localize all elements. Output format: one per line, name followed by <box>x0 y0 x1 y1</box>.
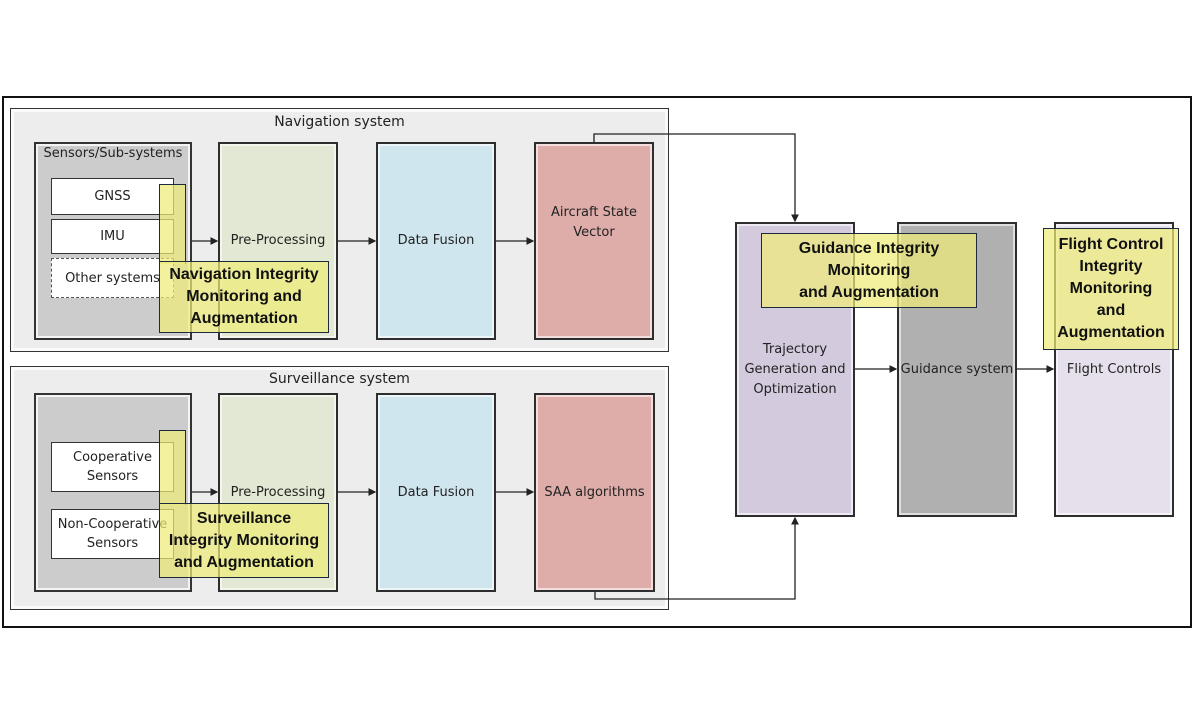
navigation-integrity-box: Navigation Integrity Monitoring and Augm… <box>159 261 329 333</box>
guidance-integrity-box: Guidance Integrity Monitoring and Augmen… <box>761 233 977 308</box>
surveillance-system-title: Surveillance system <box>269 371 410 387</box>
sensor-gnss: GNSS <box>51 178 174 215</box>
saa-algorithms: SAA algorithms <box>534 393 655 592</box>
arrow-state-to-trajectory <box>593 133 799 223</box>
surv-integrity-connector <box>159 430 186 505</box>
aircraft-state-vector: Aircraft State Vector <box>534 142 654 340</box>
sensor-non-cooperative: Non-Cooperative Sensors <box>51 509 174 559</box>
diagram-frame <box>2 96 1192 628</box>
arrow-saa-to-trajectory <box>594 516 799 600</box>
sensors-title: Sensors/Sub-systems <box>43 146 183 161</box>
flight-control-integrity-box: Flight Control Integrity Monitoring and … <box>1043 228 1179 350</box>
surv-data-fusion: Data Fusion <box>376 393 496 592</box>
surveillance-integrity-box: Surveillance Integrity Monitoring and Au… <box>159 503 329 578</box>
sensor-cooperative: Cooperative Sensors <box>51 442 174 492</box>
navigation-system-title: Navigation system <box>274 114 405 130</box>
nav-integrity-connector <box>159 184 186 264</box>
nav-data-fusion: Data Fusion <box>376 142 496 340</box>
